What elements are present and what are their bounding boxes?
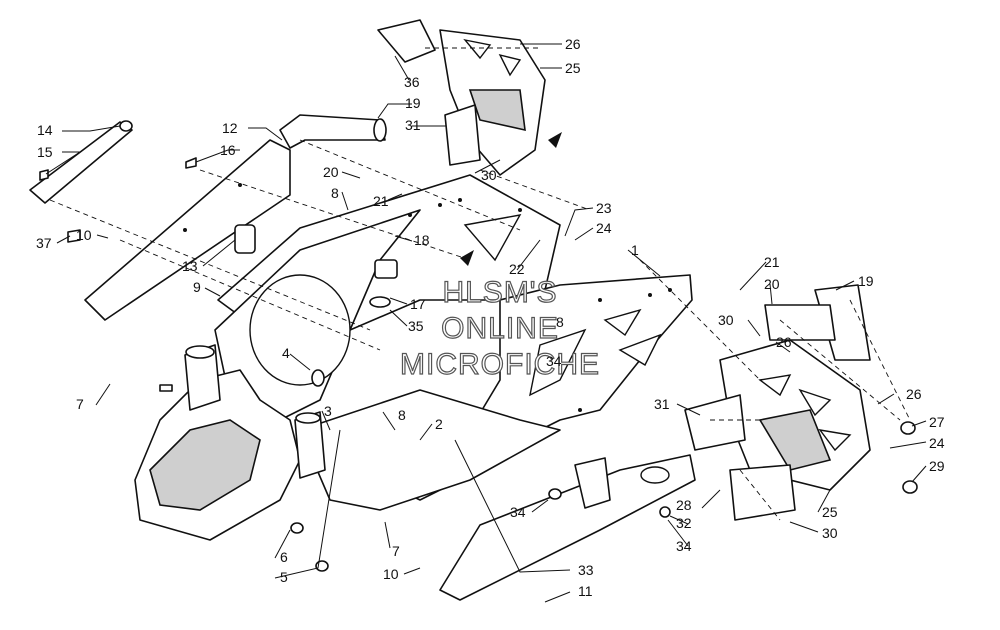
callout-36: 36: [404, 74, 420, 90]
callout-8b: 8: [331, 185, 339, 201]
right-steering-bar: [764, 284, 871, 361]
callout-4: 4: [282, 345, 290, 361]
callout-11: 11: [578, 583, 593, 599]
callout-27: 27: [929, 414, 945, 430]
callout-21b: 21: [764, 254, 780, 270]
callout-35: 35: [408, 318, 424, 334]
upper-bracket-31: [444, 104, 481, 166]
callout-9: 9: [193, 279, 201, 295]
running-board: [439, 454, 696, 601]
callout-14: 14: [37, 122, 53, 138]
leader-lines: [45, 43, 927, 603]
callout-2: 2: [435, 416, 443, 432]
callout-7b: 7: [392, 543, 400, 559]
callout-34b: 34: [546, 353, 562, 369]
callout-23: 23: [596, 200, 612, 216]
bumper-bracket: [377, 19, 436, 63]
front-cross-bar: [84, 139, 291, 321]
callout-22: 22: [509, 261, 525, 277]
callout-24a: 24: [596, 220, 612, 236]
callout-6: 6: [280, 549, 288, 565]
direction-arrows: [460, 132, 562, 266]
watermark: HLSM'S ONLINE MICROFICHE: [399, 275, 600, 381]
callout-33: 33: [578, 562, 594, 578]
callout-13: 13: [182, 258, 198, 274]
callout-10b: 10: [383, 566, 399, 582]
watermark-line-1: HLSM'S: [442, 276, 557, 309]
callout-34c: 34: [676, 538, 692, 554]
callout-31a: 31: [405, 117, 421, 133]
callout-20a: 20: [323, 164, 339, 180]
callout-26a: 26: [565, 36, 581, 52]
hardware: [39, 157, 918, 572]
upper-side-plate: [439, 29, 546, 176]
callouts: 14 15 12 16 10 37 13 9 7 4 3 8 2 6 5 7 1…: [36, 36, 945, 599]
callout-16: 16: [220, 142, 236, 158]
callout-17: 17: [410, 296, 426, 312]
right-bracket-31: [684, 394, 746, 451]
watermark-line-3: MICROFICHE: [400, 348, 600, 381]
callout-19b: 19: [858, 273, 874, 289]
callout-30c: 30: [822, 525, 838, 541]
callout-21a: 21: [373, 193, 389, 209]
callout-19a: 19: [405, 95, 421, 111]
callout-18: 18: [414, 232, 430, 248]
upper-steering-bar: [279, 114, 387, 149]
callout-30a: 30: [481, 167, 497, 183]
callout-28: 28: [676, 497, 692, 513]
callout-5: 5: [280, 569, 288, 585]
right-lower-bracket-30: [729, 464, 796, 521]
callout-10a: 10: [76, 227, 92, 243]
callout-34a: 34: [510, 504, 526, 520]
main-chassis: [134, 174, 693, 541]
assembly-lines: [49, 47, 911, 521]
callout-8a: 8: [398, 407, 406, 423]
callout-26c: 26: [906, 386, 922, 402]
callout-12: 12: [222, 120, 238, 136]
callout-30b: 30: [718, 312, 734, 328]
callout-25b: 25: [822, 504, 838, 520]
callout-15: 15: [37, 144, 53, 160]
callout-31b: 31: [654, 396, 670, 412]
callout-26b: 26: [776, 334, 792, 350]
callout-3: 3: [324, 403, 332, 419]
callout-20b: 20: [764, 276, 780, 292]
callout-24b: 24: [929, 435, 945, 451]
callout-1: 1: [631, 242, 639, 258]
callout-32: 32: [676, 515, 692, 531]
callout-7a: 7: [76, 396, 84, 412]
callout-25a: 25: [565, 60, 581, 76]
left-handle-tube: [29, 120, 133, 204]
callout-8c: 8: [556, 314, 564, 330]
callout-29: 29: [929, 458, 945, 474]
callout-37: 37: [36, 235, 52, 251]
watermark-line-2: ONLINE: [441, 312, 559, 345]
